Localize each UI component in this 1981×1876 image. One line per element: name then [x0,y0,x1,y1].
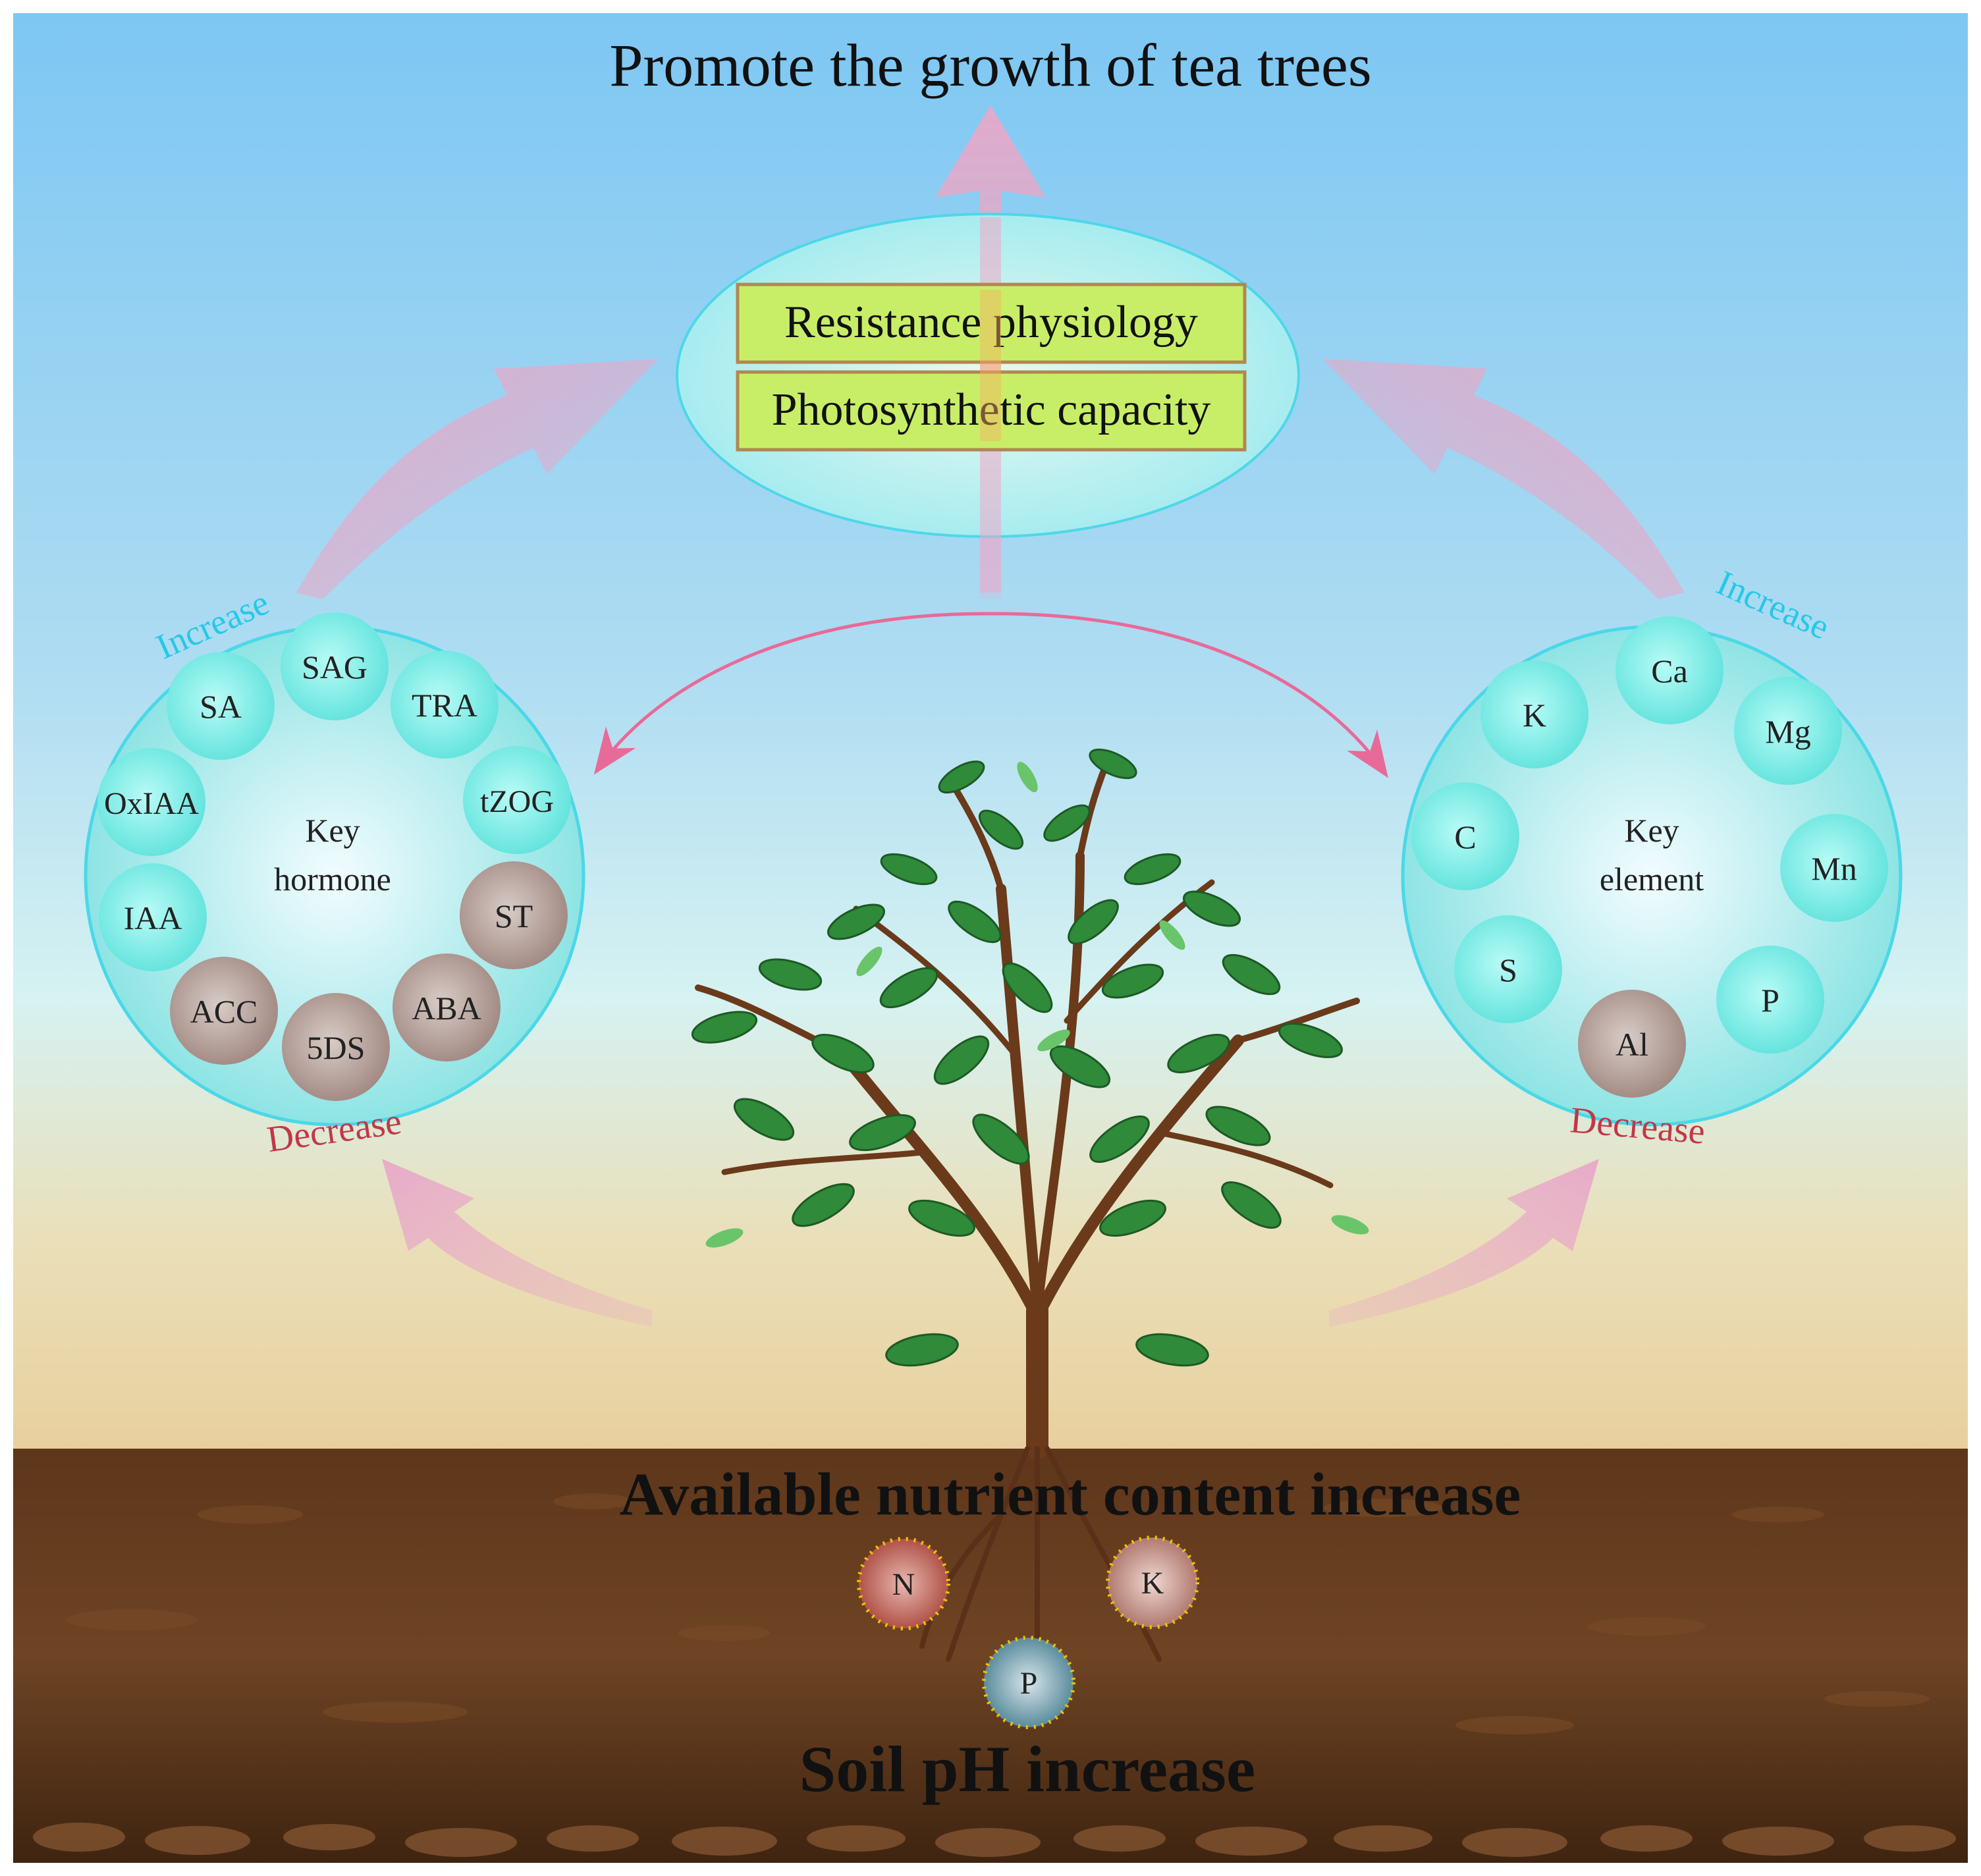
key-element-label-line1: Key [1624,812,1679,849]
svg-text:tZOG: tZOG [480,784,554,819]
svg-text:N: N [892,1567,915,1602]
svg-text:Mn: Mn [1811,850,1857,887]
right-up-curved-arrow [1322,359,1685,599]
hormone-decrease-st: ST [460,861,568,969]
hormone-increase-sa: SA [167,652,275,760]
svg-text:SA: SA [200,688,242,725]
svg-text:Ca: Ca [1651,653,1688,689]
element-increase-s: S [1454,915,1562,1023]
svg-text:ACC: ACC [190,993,258,1030]
nutrient-n: N [857,1537,950,1630]
svg-text:TRA: TRA [412,687,477,724]
right-tree-to-element-arrow [1329,1159,1599,1327]
nutrient-content-title: Available nutrient content increase [620,1461,1521,1528]
soil-ph-title: Soil pH increase [800,1732,1256,1806]
svg-text:Al: Al [1615,1026,1648,1063]
svg-text:5DS: 5DS [307,1029,366,1066]
hormone-decrease-5ds: 5DS [282,993,390,1101]
center-highlight [980,290,1001,441]
hormone-increase-oxiaa: OxIAA [97,748,205,856]
element-increase-c: C [1411,782,1519,890]
key-element-label-line2: element [1600,861,1704,898]
svg-text:ABA: ABA [412,990,481,1027]
photosynthetic-capacity-box [736,370,1247,452]
nutrient-k: K [1106,1536,1199,1629]
title: Promote the growth of tea trees [609,32,1371,99]
element-increase-k: K [1480,660,1588,768]
svg-text:S: S [1499,951,1517,988]
link-arc-arrow [593,612,991,775]
element-increase-p: P [1716,946,1824,1054]
soil-stones [33,1823,1956,1857]
element-decrease-al: Al [1578,990,1686,1098]
element-increase-mn: Mn [1780,814,1888,922]
hormone-increase-iaa: IAA [99,863,207,971]
nutrient-p: P [982,1636,1075,1729]
svg-text:SAG: SAG [302,649,367,685]
svg-text:C: C [1454,818,1476,855]
resistance-physiology-label: Resistance physiology [784,297,1198,348]
element-increase-mg: Mg [1734,677,1842,785]
hormone-increase-sag: SAG [281,612,389,720]
key-hormone-label-line2: hormone [274,861,391,898]
svg-text:K: K [1141,1566,1164,1601]
soil-texture [66,1493,1930,1734]
hormone-increase-tra: TRA [391,651,499,759]
element-increase-ca: Ca [1615,616,1723,724]
svg-text:Mg: Mg [1765,713,1810,750]
svg-text:K: K [1523,697,1546,734]
svg-text:P: P [1761,982,1779,1019]
resistance-physiology-box [736,282,1247,364]
left-tree-to-hormone-arrow [382,1159,652,1327]
left-up-curved-arrow [296,359,659,599]
hormone-decrease-acc: ACC [170,957,278,1065]
hormone-increase-tzog: tZOG [463,746,571,854]
link-arc-arrow-right [990,612,1388,778]
svg-text:P: P [1020,1666,1038,1701]
photosynthetic-capacity-label: Photosynthetic capacity [772,385,1211,435]
key-hormone-label-line1: Key [305,812,360,849]
hormone-decrease-aba: ABA [393,953,501,1061]
tea-tree-illustration [691,748,1369,1688]
svg-text:ST: ST [495,898,533,934]
svg-text:IAA: IAA [124,899,182,936]
svg-text:OxIAA: OxIAA [104,786,199,821]
